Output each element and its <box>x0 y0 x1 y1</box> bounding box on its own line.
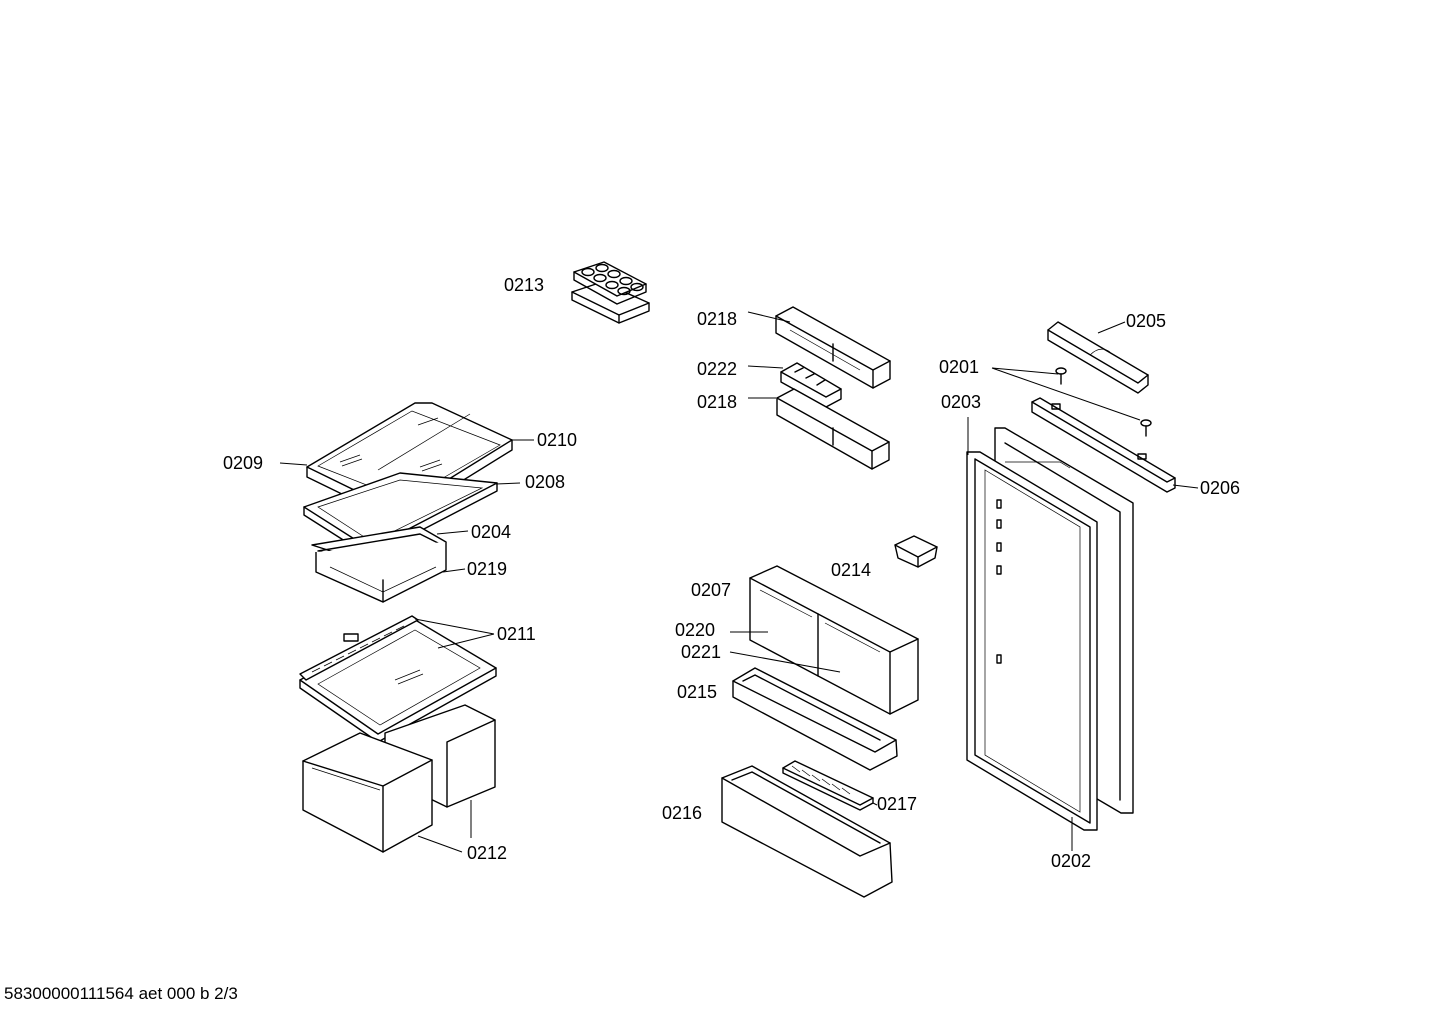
label-0216: 0216 <box>662 803 702 823</box>
part-door <box>966 427 1134 831</box>
label-0211: 0211 <box>497 624 536 644</box>
part-door-shelf-upper <box>775 306 891 389</box>
label-0217: 0217 <box>877 794 917 814</box>
part-crisper-drawers <box>302 704 496 853</box>
part-screws <box>1055 367 1152 437</box>
label-0202: 0202 <box>1051 851 1091 871</box>
label-0210: 0210 <box>537 430 577 450</box>
label-0201: 0201 <box>939 357 979 377</box>
label-0222: 0222 <box>697 359 737 379</box>
part-labels: 0213 0218 0222 0218 0205 0201 0203 0206 … <box>223 275 1240 871</box>
document-footer: 58300000111564 aet 000 b 2/3 <box>4 984 238 1003</box>
label-0213: 0213 <box>504 275 544 295</box>
label-0214: 0214 <box>831 560 871 580</box>
part-bottle-fence <box>782 760 874 811</box>
label-0218-upper: 0218 <box>697 309 737 329</box>
label-0212: 0212 <box>467 843 507 863</box>
label-0203: 0203 <box>941 392 981 412</box>
label-0219: 0219 <box>467 559 507 579</box>
label-0207: 0207 <box>691 580 731 600</box>
label-0206: 0206 <box>1200 478 1240 498</box>
label-0209: 0209 <box>223 453 263 473</box>
label-0208: 0208 <box>525 472 565 492</box>
label-0215: 0215 <box>677 682 717 702</box>
label-0204: 0204 <box>471 522 511 542</box>
part-small-box <box>894 535 938 568</box>
part-bottle-tray <box>721 765 893 898</box>
part-door-shelf-lower <box>776 388 890 470</box>
part-covered-shelf <box>749 565 919 715</box>
label-0220: 0220 <box>675 620 715 640</box>
part-small-rack <box>780 362 842 408</box>
part-small-drawer <box>311 526 447 603</box>
label-0221: 0221 <box>681 642 721 662</box>
part-glass-shelf-rail <box>299 615 497 743</box>
leader-lines <box>279 311 1199 853</box>
part-door-tray <box>732 667 898 771</box>
label-0205: 0205 <box>1126 311 1166 331</box>
part-hinge-bracket <box>1031 397 1176 493</box>
label-0218-lower: 0218 <box>697 392 737 412</box>
part-cover-strip <box>1047 321 1149 394</box>
part-egg-tray <box>571 261 650 324</box>
